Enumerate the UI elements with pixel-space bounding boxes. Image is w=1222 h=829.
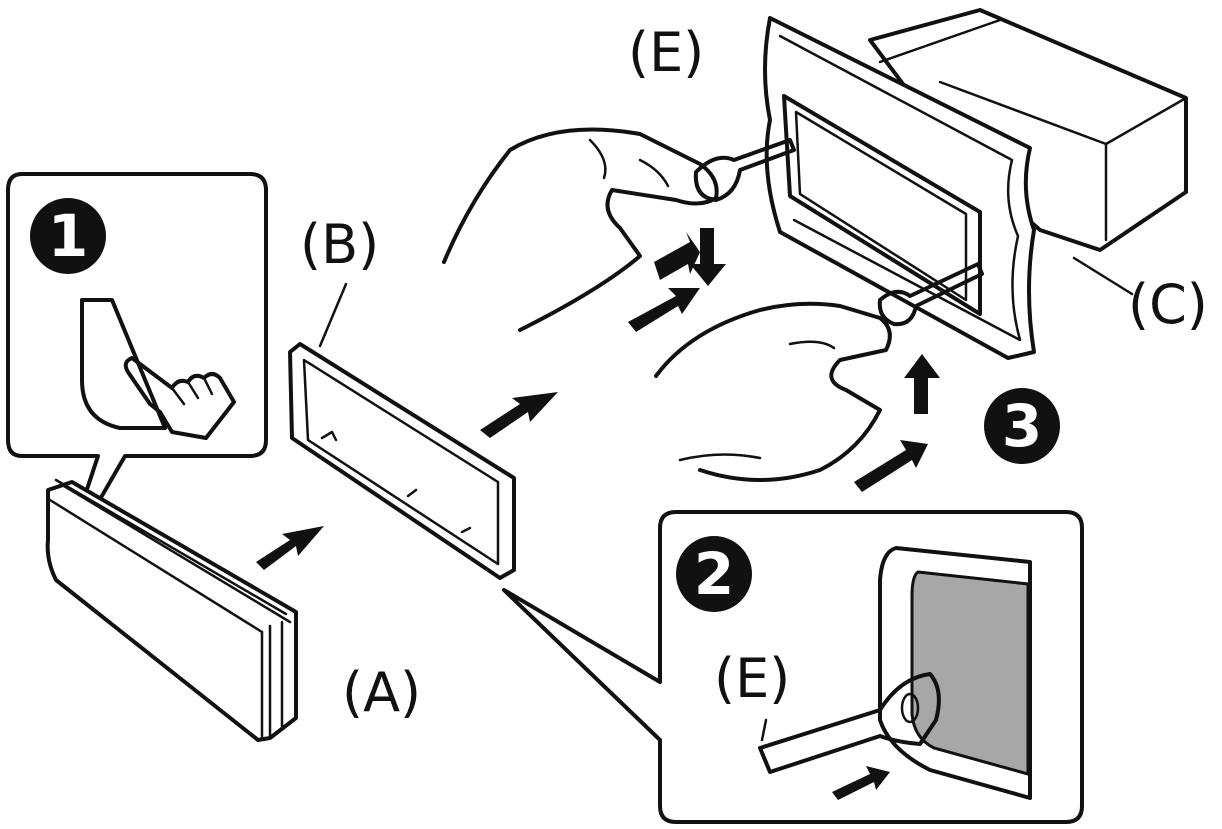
inset-step-2 <box>502 510 1084 824</box>
trim-frame-b <box>288 342 516 580</box>
mounting-sleeve-c <box>763 8 1188 360</box>
upper-hand <box>442 127 796 332</box>
removal-key-e-inset-icon <box>758 672 941 774</box>
step-2-badge: 2 <box>676 536 752 612</box>
inner-panel <box>910 570 1030 776</box>
removal-key-e-lower <box>877 262 984 327</box>
label-c: (C) <box>1128 273 1208 336</box>
label-e-top: (E) <box>628 21 705 84</box>
step-1-badge: 1 <box>30 198 106 274</box>
arrow-b <box>480 392 558 438</box>
label-b: (B) <box>300 213 380 276</box>
faceplate-a <box>45 478 298 742</box>
label-a: (A) <box>342 661 422 724</box>
pointing-hand-icon <box>123 356 236 440</box>
arrow-a <box>256 526 324 570</box>
removal-key-e-upper <box>693 138 796 202</box>
lower-hand <box>654 262 984 482</box>
label-e-inset: (E) <box>714 647 791 710</box>
step-3-badge: 3 <box>984 388 1060 464</box>
arrow-inset <box>832 766 890 800</box>
